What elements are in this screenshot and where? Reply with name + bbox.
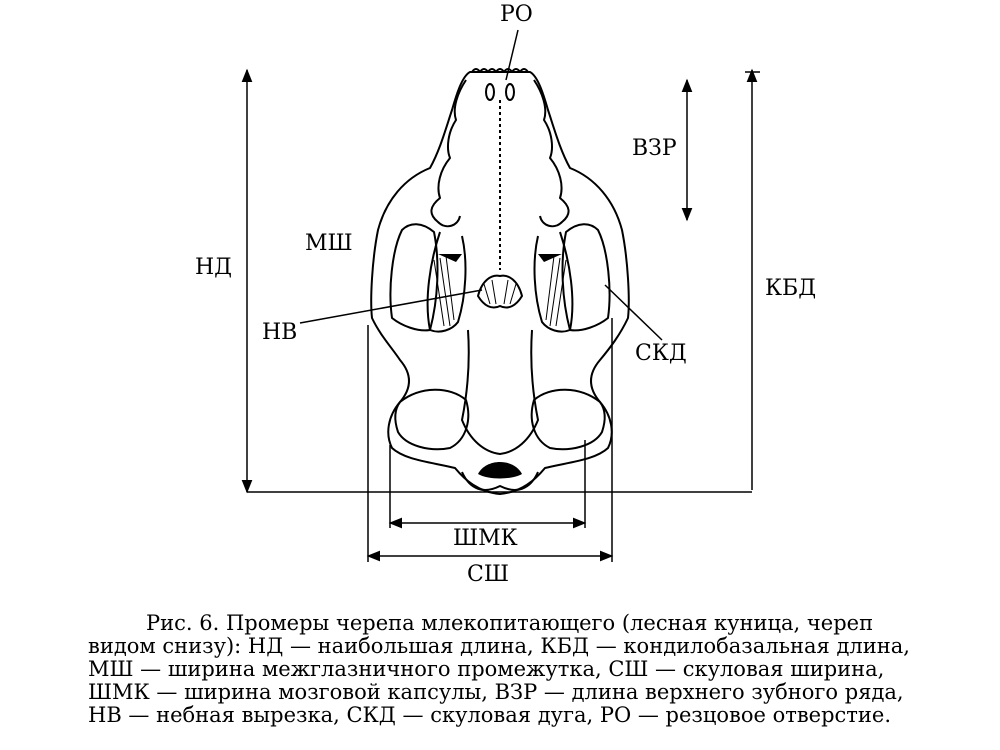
label-skd: СКД	[635, 341, 687, 366]
caption-line: ШМК — ширина мозговой капсулы, ВЗР — дли…	[88, 680, 904, 704]
skd-leader	[604, 284, 663, 341]
left-pterygoid	[426, 231, 467, 333]
po-leader	[505, 29, 519, 81]
caption-line: НВ — небная вырезка, СКД — скуловая дуга…	[88, 703, 892, 727]
right-auditory-bulla	[530, 388, 606, 451]
caption-line: видом снизу): НД — наибольшая длина, КБД…	[88, 634, 910, 658]
right-tooth-row	[533, 79, 570, 228]
label-po: РО	[500, 2, 533, 27]
label-sh: СШ	[467, 562, 509, 587]
occipital-condyles	[461, 471, 539, 491]
incisive-foramen-right	[505, 83, 515, 101]
incisive-foramen-left	[485, 83, 495, 101]
msh-arrow-right	[538, 254, 562, 262]
label-vzr: ВЗР	[632, 136, 677, 161]
incisors	[471, 68, 529, 73]
foramen-magnum	[478, 462, 522, 479]
hatching	[433, 255, 567, 327]
right-pterygoid	[533, 231, 574, 333]
label-nv: НВ	[262, 320, 298, 345]
left-tooth-row	[430, 79, 467, 228]
left-auditory-bulla	[394, 388, 470, 451]
label-kbd: КБД	[765, 276, 817, 301]
skull-drawing	[370, 68, 630, 495]
figure-caption: Рис. 6. Промеры черепа млекопитающего (л…	[88, 612, 938, 727]
measurement-lines	[241, 29, 760, 562]
caption-line: МШ — ширина межглазничного промежутка, С…	[88, 657, 885, 681]
basicranium	[461, 329, 539, 455]
label-shmk: ШМК	[453, 526, 518, 551]
caption-line: Рис. 6. Промеры черепа млекопитающего (л…	[146, 611, 874, 635]
label-msh: МШ	[305, 231, 353, 256]
skull-outline	[370, 71, 630, 495]
nv-leader	[299, 289, 483, 324]
label-nd: НД	[195, 255, 233, 280]
palatal-notch	[477, 274, 523, 309]
skull-diagram	[241, 29, 760, 562]
msh-arrow-left	[438, 254, 462, 262]
